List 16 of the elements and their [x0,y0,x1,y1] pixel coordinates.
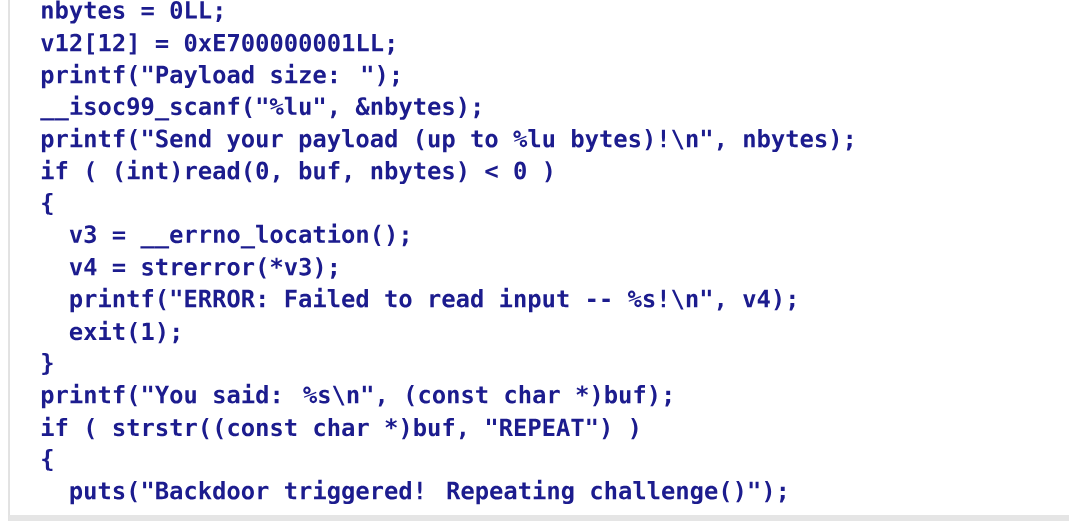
code-line: if ( (int)read(0, buf, nbytes) < 0 ) [41,159,552,185]
code-line: v4 = strerror(*v3); [69,257,336,279]
code-line: printf("Send your payload (up to %lu bytes)!\n", nbytes); [41,127,852,153]
code-line: { [42,193,53,215]
code-line: if ( strstr((const char *)buf, "REPEAT") ) [41,416,638,440]
code-line: v3 = __errno_location(); [69,223,408,249]
code-line: printf("ERROR: Failed to read input -- %s!\n", v4); [70,287,795,313]
code-line: __isoc99_scanf("%lu", &nbytes); [40,95,480,121]
code-line: nbytes = 0LL; [42,0,222,24]
code-line: { [42,449,53,471]
code-line: printf("You said: %s\n", (const char *)buf); [41,383,671,409]
code-line: exit(1); [69,320,179,344]
code-line: } [42,353,53,375]
code-line: printf("Payload size: "); [41,63,398,89]
code-line: v12[12] = 0xE700000001LL; [41,33,394,55]
code-line: puts("Backdoor triggered! Repeating challenge()"); [70,479,785,505]
